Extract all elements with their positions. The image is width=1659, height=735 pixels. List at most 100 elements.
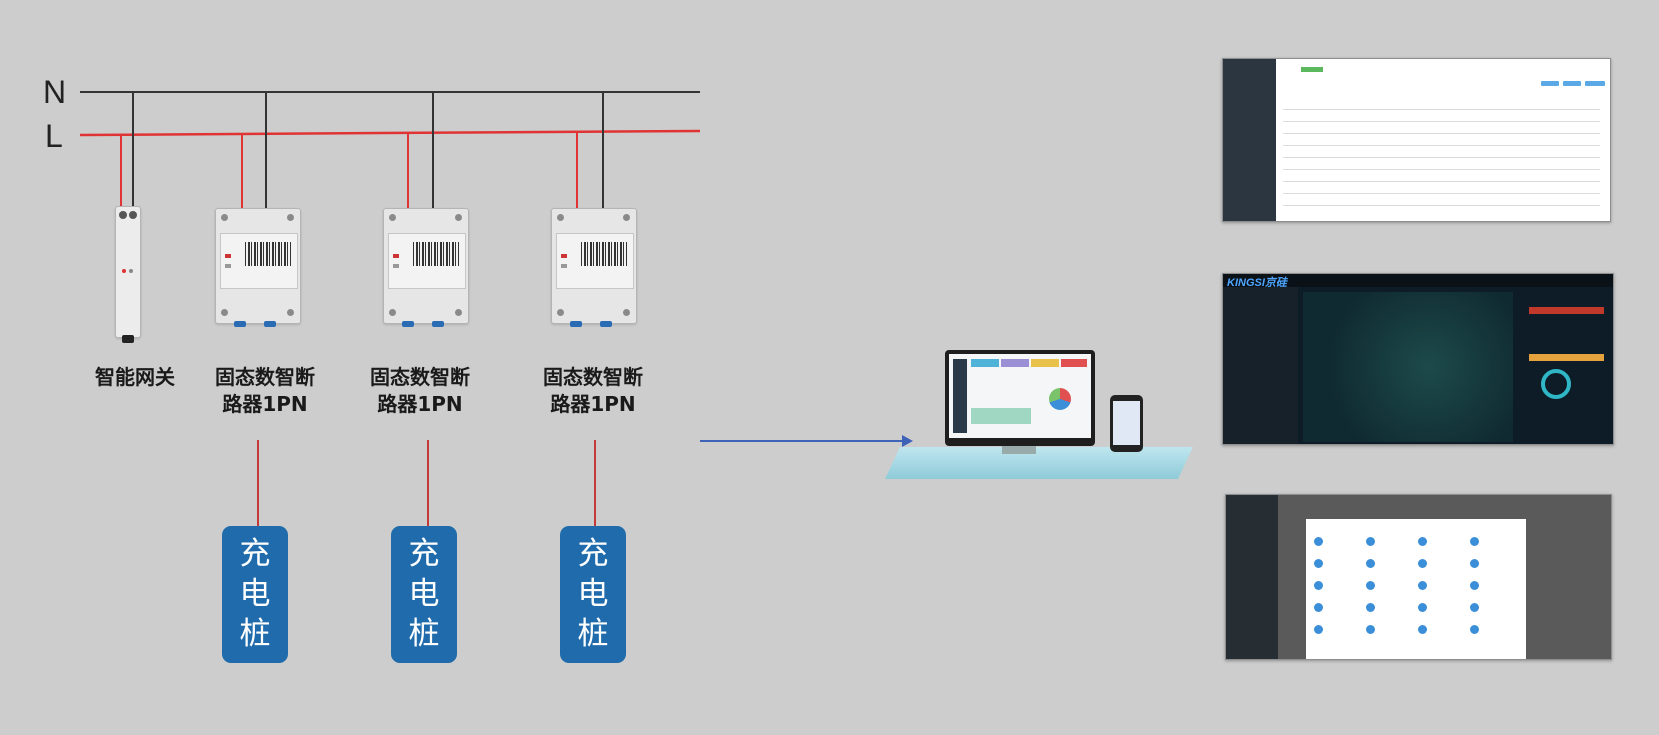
device-type-icon: [1314, 537, 1323, 546]
dashboard-header: KINGSI京硅: [1223, 274, 1613, 289]
dashboard-left-panel: [1223, 287, 1298, 444]
device-type-icon: [1470, 559, 1479, 568]
phone-icon: [1110, 395, 1143, 452]
device-type-icon: [1314, 603, 1323, 612]
brand-logo: KINGSI京硅: [1227, 277, 1287, 289]
table-row: [1283, 121, 1600, 122]
dialog-panel: [1306, 519, 1526, 659]
barcode: [245, 242, 291, 266]
screen-button: [1563, 81, 1581, 86]
warning-bar: [1529, 354, 1604, 361]
breaker-label-line1: 固态数智断: [370, 365, 470, 389]
device-type-icon: [1418, 537, 1427, 546]
terminal-screw: [623, 214, 630, 221]
barcode: [413, 242, 459, 266]
screen-button: [1585, 81, 1605, 86]
terminal-screw: [557, 214, 564, 221]
screen-button: [1541, 81, 1559, 86]
device-type-icon: [1470, 625, 1479, 634]
breaker-3-label: 固态数智断 路器1PN: [528, 364, 658, 418]
table-row: [1283, 109, 1600, 110]
screen-chart: [971, 384, 1031, 424]
terminal-screw: [221, 214, 228, 221]
status-led: [225, 254, 231, 258]
device-type-icon: [1314, 581, 1323, 590]
charging-pile-char: 电: [577, 576, 609, 612]
terminal-screw: [287, 214, 294, 221]
device-type-icon: [1470, 581, 1479, 590]
device-type-icon: [1366, 625, 1375, 634]
terminal-screw: [221, 309, 228, 316]
terminal-screw: [119, 211, 127, 219]
gateway-icon: [115, 206, 141, 343]
gateway-label: 智能网关: [95, 365, 175, 389]
charging-pile-char: 电: [408, 576, 440, 612]
gauge-ring: [1541, 369, 1571, 399]
barcode: [581, 242, 627, 266]
breaker-front-panel: [220, 233, 298, 289]
charging-pile-char: 桩: [577, 616, 609, 652]
status-led: [122, 269, 126, 273]
device-type-icon: [1366, 537, 1375, 546]
table-row: [1283, 145, 1600, 146]
screen-device-types: [1225, 494, 1612, 660]
charging-pile-char: 充: [239, 536, 271, 572]
monitor-screen: [949, 354, 1091, 438]
charging-pile-3: 充 电 桩: [560, 526, 626, 663]
device-type-icon: [1418, 625, 1427, 634]
din-clip: [122, 335, 134, 343]
status-led: [393, 264, 399, 268]
neutral-label: N: [43, 74, 67, 110]
device-type-icon: [1418, 559, 1427, 568]
status-led: [225, 264, 231, 268]
alarm-bar: [1529, 307, 1604, 314]
device-type-icon: [1366, 603, 1375, 612]
table-row: [1283, 205, 1600, 206]
terminal-screw: [129, 211, 137, 219]
map-area: [1303, 292, 1513, 442]
terminal-screw: [557, 309, 564, 316]
table-row: [1283, 169, 1600, 170]
breaker-label-line2: 路器1PN: [550, 392, 636, 416]
screen-sidebar: [1223, 59, 1276, 221]
charging-pile-char: 桩: [408, 616, 440, 652]
charging-pile-char: 充: [577, 536, 609, 572]
comm-port: [570, 321, 582, 327]
device-type-icon: [1314, 625, 1323, 634]
computer-icon: [945, 350, 1095, 446]
comm-port: [402, 321, 414, 327]
screen-card: [1061, 359, 1087, 367]
device-type-icon: [1418, 581, 1427, 590]
comm-port: [600, 321, 612, 327]
table-row: [1283, 133, 1600, 134]
breaker-label-line1: 固态数智断: [543, 365, 643, 389]
breaker-label-line2: 路器1PN: [222, 392, 308, 416]
terminal-screw: [455, 309, 462, 316]
status-led: [393, 254, 399, 258]
charging-pile-char: 桩: [239, 616, 271, 652]
breaker-icon: [383, 208, 469, 327]
terminal-screw: [455, 214, 462, 221]
charging-pile-char: 电: [239, 576, 271, 612]
monitor-stand: [1002, 446, 1036, 454]
terminal-screw: [389, 214, 396, 221]
device-type-icon: [1314, 559, 1323, 568]
screen-card: [971, 359, 999, 367]
terminal-screw: [623, 309, 630, 316]
device-type-icon: [1366, 559, 1375, 568]
breaker-icon: [215, 208, 301, 327]
live-bus: [79, 129, 701, 137]
breaker-label-line1: 固态数智断: [215, 365, 315, 389]
charging-pile-2: 充 电 桩: [391, 526, 457, 663]
breaker-label-line2: 路器1PN: [377, 392, 463, 416]
live-label: L: [45, 118, 63, 154]
comm-port: [264, 321, 276, 327]
comm-port: [234, 321, 246, 327]
comm-port: [432, 321, 444, 327]
charging-pile-1: 充 电 桩: [222, 526, 288, 663]
terminal-screw: [389, 309, 396, 316]
screen-map-dashboard: KINGSI京硅: [1222, 273, 1614, 445]
device-type-icon: [1418, 603, 1427, 612]
screen-sidebar: [953, 359, 967, 433]
